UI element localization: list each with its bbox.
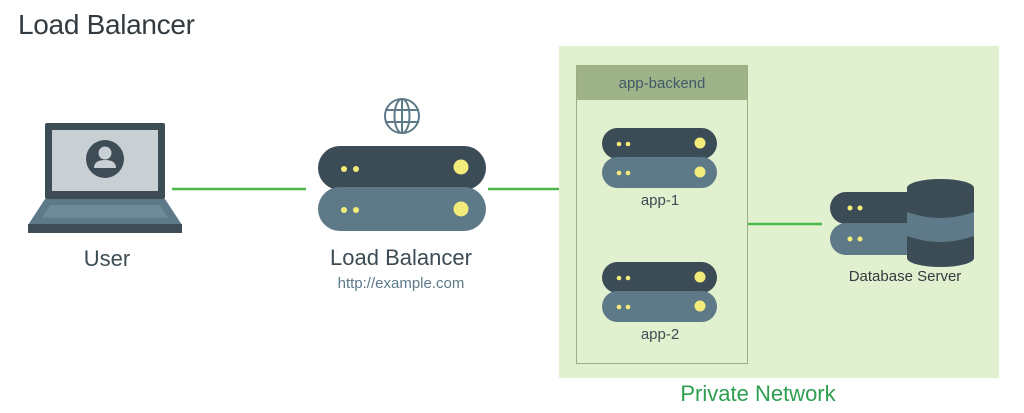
app1-label: app-1 [640, 192, 680, 209]
diagram-title: Load Balancer [18, 9, 195, 40]
app-backend-header: app-backend [577, 66, 747, 100]
load-balancer-label: Load Balancer [330, 245, 472, 270]
private-network-label: Private Network [680, 381, 836, 406]
globe-icon [384, 98, 420, 134]
load-balancer-url[interactable]: http://example.com [337, 275, 465, 292]
database-cylinder-icon [907, 179, 974, 267]
app2-server-icon [602, 262, 717, 322]
user-label: User [83, 246, 131, 271]
load-balancer-server-icon [318, 146, 486, 231]
app-backend-group: app-backend [576, 65, 748, 364]
laptop-icon [28, 123, 182, 233]
connections [172, 187, 822, 226]
app2-label: app-2 [640, 326, 680, 343]
app1-server-icon [602, 128, 717, 188]
database-server-label: Database Server [848, 268, 962, 285]
